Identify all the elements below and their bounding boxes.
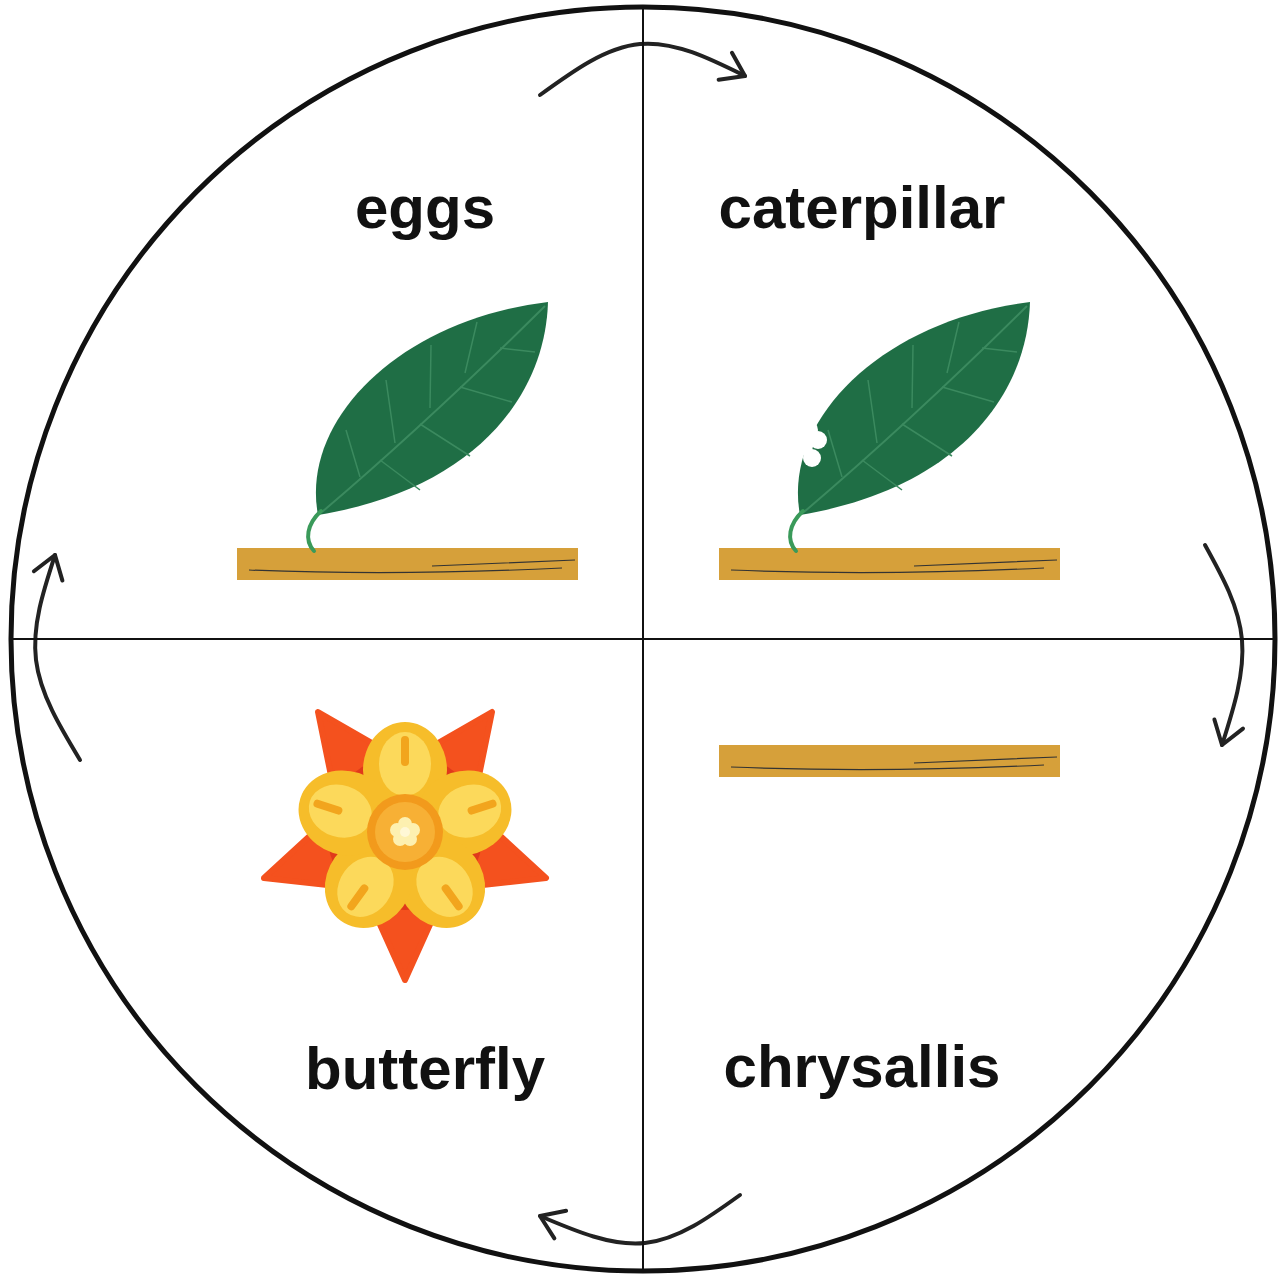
petal-highlight xyxy=(379,732,431,796)
stage-quadrant: caterpillar xyxy=(643,0,1280,639)
petal-stripe xyxy=(467,799,498,816)
divider-line xyxy=(11,639,643,1271)
floret-center xyxy=(400,827,410,837)
stage-quadrant: butterfly xyxy=(0,639,643,1276)
circle-arc xyxy=(643,639,1275,1271)
circle-arc xyxy=(643,7,1275,639)
bite-mark xyxy=(803,449,821,467)
flower-outer-petals xyxy=(264,712,546,980)
divider-line xyxy=(643,639,1275,1271)
label-slot: butterfly xyxy=(305,1034,545,1103)
quadrant-outline xyxy=(0,0,643,639)
quadrant-outline xyxy=(643,0,1280,639)
petal-stripe xyxy=(346,883,370,912)
flower xyxy=(264,712,546,980)
cycle-arrow xyxy=(35,555,80,760)
flower-floret xyxy=(390,817,420,846)
stage-label: chrysallis xyxy=(724,1032,1001,1101)
flower-center xyxy=(367,794,443,870)
stage-quadrant: eggs xyxy=(0,0,643,639)
leaf-bite xyxy=(795,420,827,467)
petal-stripe xyxy=(440,883,464,912)
branch xyxy=(719,745,1060,777)
label-slot: eggs xyxy=(355,173,495,242)
stage-label: eggs xyxy=(355,173,495,242)
circle-arc xyxy=(11,639,643,1271)
label-slot: caterpillar xyxy=(719,173,1006,242)
circle-arc xyxy=(11,7,643,639)
cycle-arrow xyxy=(1205,545,1242,745)
cycle-arrow xyxy=(540,1195,740,1244)
stage-label: butterfly xyxy=(305,1034,545,1103)
divider-line xyxy=(643,7,1275,639)
label-slot: chrysallis xyxy=(724,1032,1001,1101)
leaf xyxy=(308,302,548,551)
quadrant-outline xyxy=(0,639,643,1276)
stage-quadrant: chrysallis xyxy=(643,639,1280,1276)
branch xyxy=(719,548,1060,580)
branch xyxy=(237,548,578,580)
stage-label: caterpillar xyxy=(719,173,1006,242)
divider-line xyxy=(11,7,643,639)
quadrant-outline xyxy=(643,639,1280,1276)
leaf xyxy=(790,302,1030,551)
flower-center-inner xyxy=(375,802,435,862)
petal-stripe xyxy=(401,736,409,766)
petal-stripe xyxy=(312,799,343,816)
